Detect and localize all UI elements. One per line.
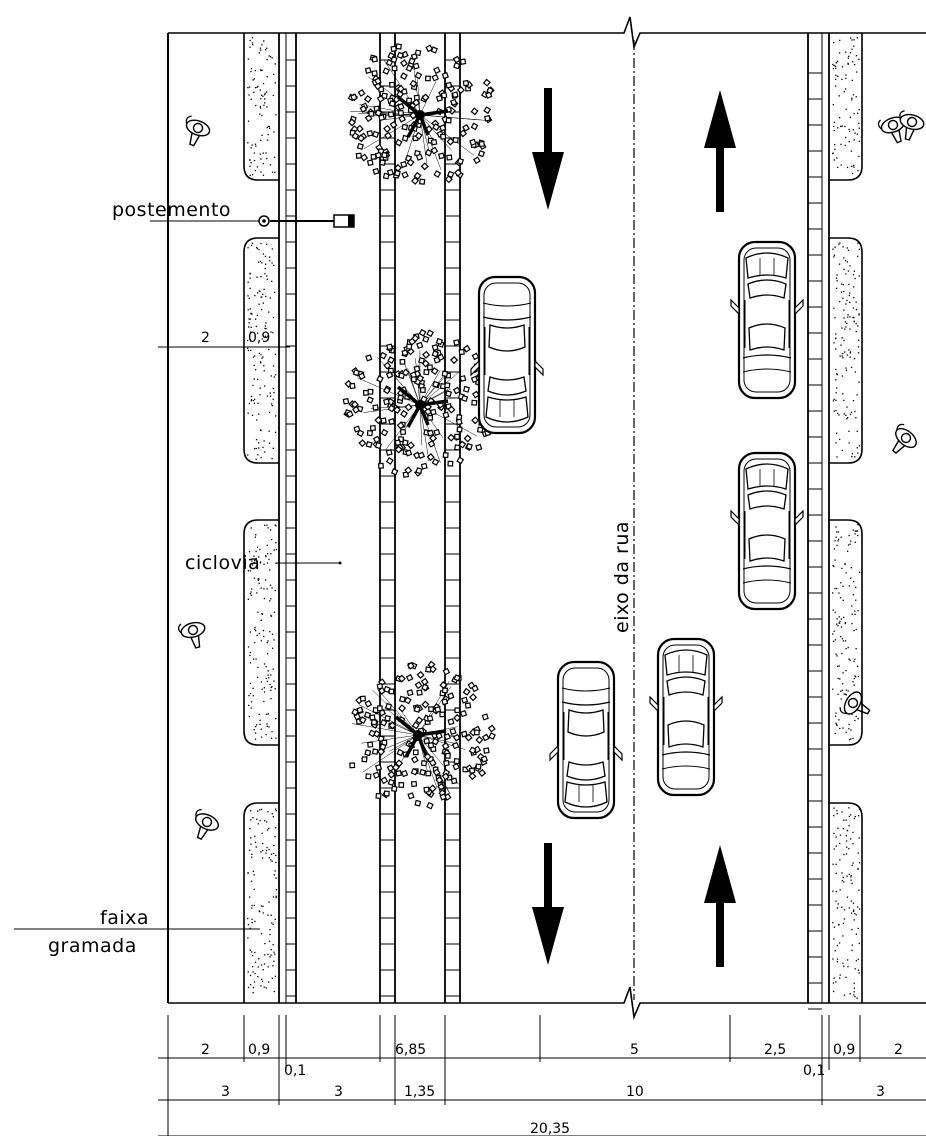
car-lane-left <box>548 660 624 820</box>
grass-strip <box>829 519 863 746</box>
street-outline <box>167 16 926 1020</box>
grass-strip <box>829 237 863 464</box>
svg-text:postemento: postemento <box>112 199 231 221</box>
grass-strip <box>829 33 863 181</box>
car-parked-right-1 <box>729 240 805 400</box>
arrow-down-icon <box>532 88 564 210</box>
grass-strip <box>243 519 279 746</box>
svg-text:20,35: 20,35 <box>530 1121 570 1136</box>
tree-icon <box>347 43 495 185</box>
label-ciclovia: ciclovia <box>185 552 342 574</box>
dimension-lines: 2 0,9 6,85 5 2,5 0,9 2 0,1 0,1 3 3 1,35 … <box>158 1015 926 1136</box>
svg-text:5: 5 <box>630 1042 639 1058</box>
side-dimension: 2 0,9 <box>158 330 290 354</box>
street-axis-label: eixo da rua <box>611 521 633 633</box>
grass-strip <box>243 802 279 1003</box>
pedestrian-icon <box>883 421 922 461</box>
pedestrian-icon <box>186 807 223 845</box>
grass-strip <box>243 237 279 464</box>
label-postemento: postemento <box>112 199 259 222</box>
svg-text:ciclovia: ciclovia <box>185 552 260 574</box>
car-lane-right <box>648 637 724 797</box>
arrow-down-icon <box>532 843 564 965</box>
svg-text:0,9: 0,9 <box>833 1042 855 1058</box>
svg-text:0,1: 0,1 <box>803 1063 825 1079</box>
grass-strip <box>829 802 863 1003</box>
svg-text:2: 2 <box>201 330 210 346</box>
lane-ticks <box>286 59 822 1010</box>
label-faixa-gramada: faixa gramada <box>14 907 260 957</box>
svg-text:0,9: 0,9 <box>248 1042 270 1058</box>
pedestrian-icon <box>178 114 214 150</box>
lane-lines <box>278 33 830 1003</box>
tree-icon <box>342 328 496 478</box>
svg-text:10: 10 <box>626 1084 644 1100</box>
svg-text:2,5: 2,5 <box>764 1042 786 1058</box>
grass-texture <box>247 37 861 999</box>
svg-text:faixa: faixa <box>100 907 149 929</box>
trees <box>342 43 496 810</box>
svg-text:3: 3 <box>876 1084 885 1100</box>
svg-text:0,9: 0,9 <box>248 330 270 346</box>
arrow-up-icon <box>704 845 736 967</box>
svg-text:3: 3 <box>221 1084 230 1100</box>
car-parked-right-2 <box>729 451 805 611</box>
svg-text:0,1: 0,1 <box>284 1063 306 1079</box>
arrow-up-icon <box>704 90 736 212</box>
svg-text:2: 2 <box>894 1042 903 1058</box>
grass-strip <box>243 33 279 181</box>
cars <box>469 240 805 820</box>
car-parked-left <box>469 275 545 435</box>
lamp-post-icon <box>258 214 355 228</box>
pedestrian-icon <box>176 617 210 652</box>
svg-text:gramada: gramada <box>48 935 137 957</box>
tree-icon <box>349 660 496 810</box>
svg-text:3: 3 <box>334 1084 343 1100</box>
svg-text:6,85: 6,85 <box>395 1042 426 1058</box>
pedestrians <box>176 109 926 845</box>
svg-text:2: 2 <box>201 1042 210 1058</box>
svg-text:1,35: 1,35 <box>404 1084 435 1100</box>
